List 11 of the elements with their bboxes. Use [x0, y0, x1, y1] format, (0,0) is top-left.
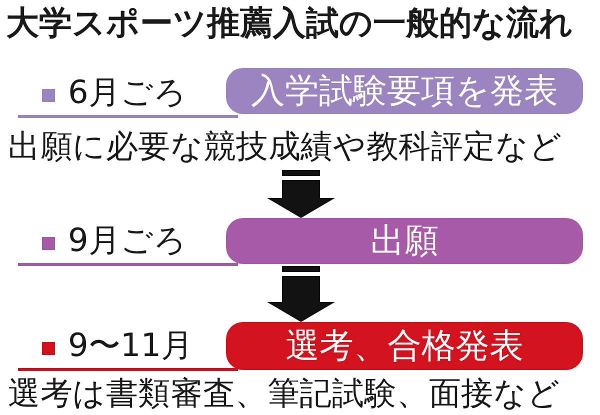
description-text: 出願に必要な競技成績や教科評定など — [8, 130, 562, 162]
arrow — [267, 266, 335, 322]
date-label: 9〜11月 — [68, 329, 194, 361]
title: 大学スポーツ推薦入試の一般的な流れ — [6, 6, 573, 39]
date-label: 6月ごろ — [68, 76, 186, 108]
arrow — [267, 170, 335, 218]
description-text: 選考は書類審査、筆記試験、面接など — [8, 377, 560, 409]
step-box: 入学試験要項を発表 — [226, 68, 583, 114]
date-label: 9月ごろ — [68, 224, 186, 256]
step-box: 出願 — [226, 218, 583, 264]
step-box: 選考、合格発表 — [226, 322, 583, 370]
